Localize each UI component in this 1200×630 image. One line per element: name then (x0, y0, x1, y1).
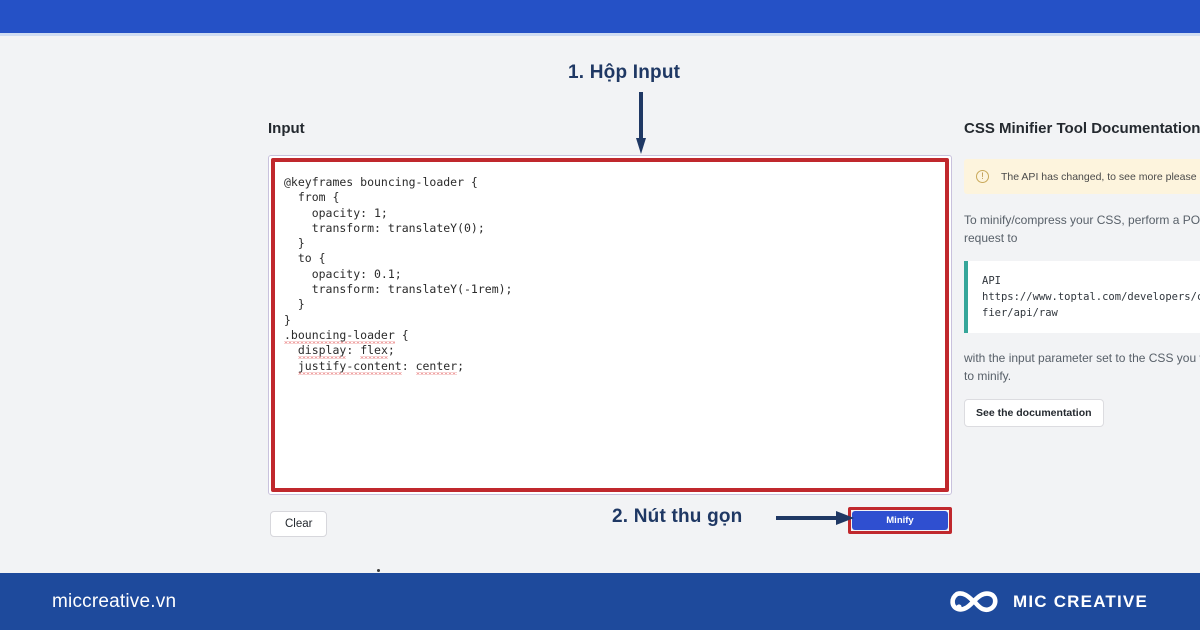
code-property-display: display (297, 343, 347, 358)
api-changed-notice: ! The API has changed, to see more pleas… (964, 159, 1200, 194)
code-selector-token: .bouncing-loader (284, 327, 395, 342)
input-section: Input @keyframes bouncing-loader { from … (268, 120, 952, 495)
action-row: Clear Minify (268, 479, 952, 537)
clear-button[interactable]: Clear (270, 511, 328, 537)
documentation-paragraph: To minify/compress your CSS, perform a P… (964, 213, 1200, 245)
minify-button[interactable]: Minify (852, 511, 948, 530)
annotation-arrow-right-icon (776, 511, 854, 525)
css-textarea[interactable] (268, 155, 952, 495)
page-canvas: Input @keyframes bouncing-loader { from … (0, 36, 1200, 573)
annotation-label-1: 1. Hộp Input (568, 62, 681, 83)
documentation-title: CSS Minifier Tool Documentation (964, 120, 1200, 137)
code-value-center: center (415, 358, 458, 373)
minify-highlight-rectangle (848, 507, 952, 534)
infinity-loop-icon (950, 590, 998, 612)
documentation-paragraph-2: with the input parameter set to the CSS … (964, 351, 1200, 383)
see-documentation-button[interactable]: See the documentation (964, 399, 1104, 427)
annotation-label-2: 2. Nút thu gọn (612, 506, 743, 527)
code-property-justify-content: justify-content (297, 358, 402, 373)
footer-bar: miccreative.vn MIC CREATIVE (0, 573, 1200, 630)
api-heading: API (982, 275, 1001, 287)
code-value-flex: flex (360, 343, 388, 358)
annotation-arrow-down-icon (636, 92, 646, 154)
info-circle-icon: ! (976, 170, 989, 183)
code-plain-lines: @keyframes bouncing-loader { from { opac… (284, 175, 513, 327)
minify-button-group[interactable]: Minify (848, 507, 952, 534)
api-url-line-1: https://www.toptal.com/developers/cssmi (982, 291, 1200, 303)
documentation-section: CSS Minifier Tool Documentation ! The AP… (964, 120, 1200, 427)
api-code-block: API https://www.toptal.com/developers/cs… (964, 261, 1200, 333)
notice-text: The API has changed, to see more please … (1001, 170, 1200, 183)
css-input-area[interactable]: @keyframes bouncing-loader { from { opac… (268, 155, 952, 495)
api-url-line-2: fier/api/raw (982, 307, 1058, 319)
css-code-content[interactable]: @keyframes bouncing-loader { from { opac… (284, 175, 513, 373)
footer-brand-name: MIC CREATIVE (1013, 591, 1148, 611)
input-label: Input (268, 120, 305, 137)
stray-artifact-dot (377, 569, 380, 572)
footer-website-url: miccreative.vn (52, 590, 177, 612)
footer-brand: MIC CREATIVE (949, 587, 1148, 617)
top-bar-edge (0, 33, 1200, 36)
top-brand-bar (0, 0, 1200, 33)
